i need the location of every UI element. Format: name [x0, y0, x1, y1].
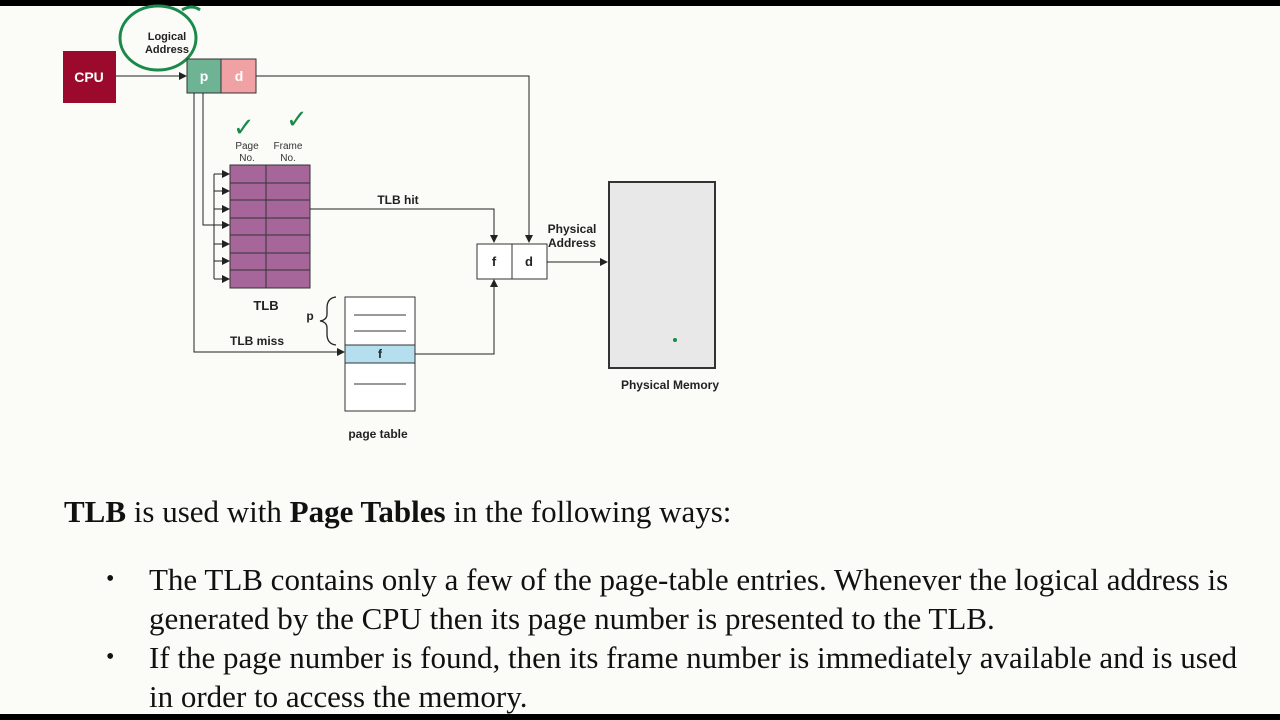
physical-address-d-box: d: [511, 243, 548, 280]
annotation-circle-tail: [181, 5, 201, 12]
tlb-hit-label: TLB hit: [377, 193, 418, 207]
d-label: d: [235, 68, 244, 84]
explanation-text: TLB is used with Page Tables in the foll…: [64, 492, 1244, 716]
page-table-label: page table: [348, 427, 408, 441]
intro-end: in the following ways:: [445, 494, 732, 529]
tlb-label: TLB: [253, 298, 278, 313]
page-table-f-label: f: [378, 347, 383, 361]
f-label: f: [492, 254, 497, 269]
physical-memory-label: Physical Memory: [621, 378, 719, 392]
annotation-checkmark-frame: ✓: [286, 104, 308, 134]
intro-tlb-term: TLB: [64, 494, 127, 529]
tlb-table: [229, 164, 311, 289]
points-list: • The TLB contains only a few of the page…: [64, 560, 1244, 716]
logical-address-d-box: d: [220, 58, 257, 94]
physical-address-label-line1: Physical: [548, 222, 597, 236]
logical-address-label-line2: Address: [145, 44, 189, 56]
intro-page-tables-term: Page Tables: [289, 494, 446, 529]
page-table-p-label: p: [306, 309, 313, 323]
logical-address-p-box: p: [186, 58, 222, 94]
bullet: •: [106, 566, 115, 592]
page-table-to-frame-line: [415, 279, 498, 355]
page-table: [344, 296, 416, 412]
annotation-dot: [673, 338, 677, 342]
page-no-label-line2: No.: [239, 153, 255, 164]
page-table-brace: [319, 296, 337, 346]
list-item-text: The TLB contains only a few of the page-…: [149, 562, 1229, 636]
intro-sentence: TLB is used with Page Tables in the foll…: [64, 492, 1244, 532]
annotation-checkmark-page: ✓: [233, 112, 255, 142]
tlb-miss-label: TLB miss: [230, 334, 284, 348]
cpu-box: CPU: [63, 51, 116, 103]
cpu-label: CPU: [74, 69, 104, 85]
tlb-hit-line: [310, 208, 498, 243]
intro-mid: is used with: [126, 494, 290, 529]
page-no-label-line1: Page: [235, 141, 259, 152]
logical-address-label-line1: Logical: [148, 31, 187, 43]
d2-label: d: [525, 254, 533, 269]
tlb-search-arrows: [213, 170, 230, 283]
p-label: p: [200, 68, 209, 84]
list-item-text: If the page number is found, then its fr…: [149, 640, 1238, 714]
annotation-circle: [118, 4, 198, 72]
tlb-paging-diagram: CPU Logical Address p d ✓ ✓ Page No. Fra…: [63, 4, 719, 441]
frame-no-label-line2: No.: [280, 153, 296, 164]
tlb-miss-line: [193, 93, 345, 356]
bottom-letterbox-bar: [0, 714, 1280, 720]
physical-address-label-line2: Address: [548, 236, 596, 250]
physical-address-f-box: f: [476, 243, 513, 280]
tlb-search-line: [202, 93, 230, 229]
bullet: •: [106, 644, 115, 670]
physical-memory-box: [608, 181, 716, 369]
list-item: • If the page number is found, then its f…: [64, 638, 1244, 716]
frame-no-label-line1: Frame: [274, 141, 303, 152]
list-item: • The TLB contains only a few of the page…: [64, 560, 1244, 638]
offset-line: [256, 75, 533, 243]
top-letterbox-bar: [0, 0, 1280, 6]
